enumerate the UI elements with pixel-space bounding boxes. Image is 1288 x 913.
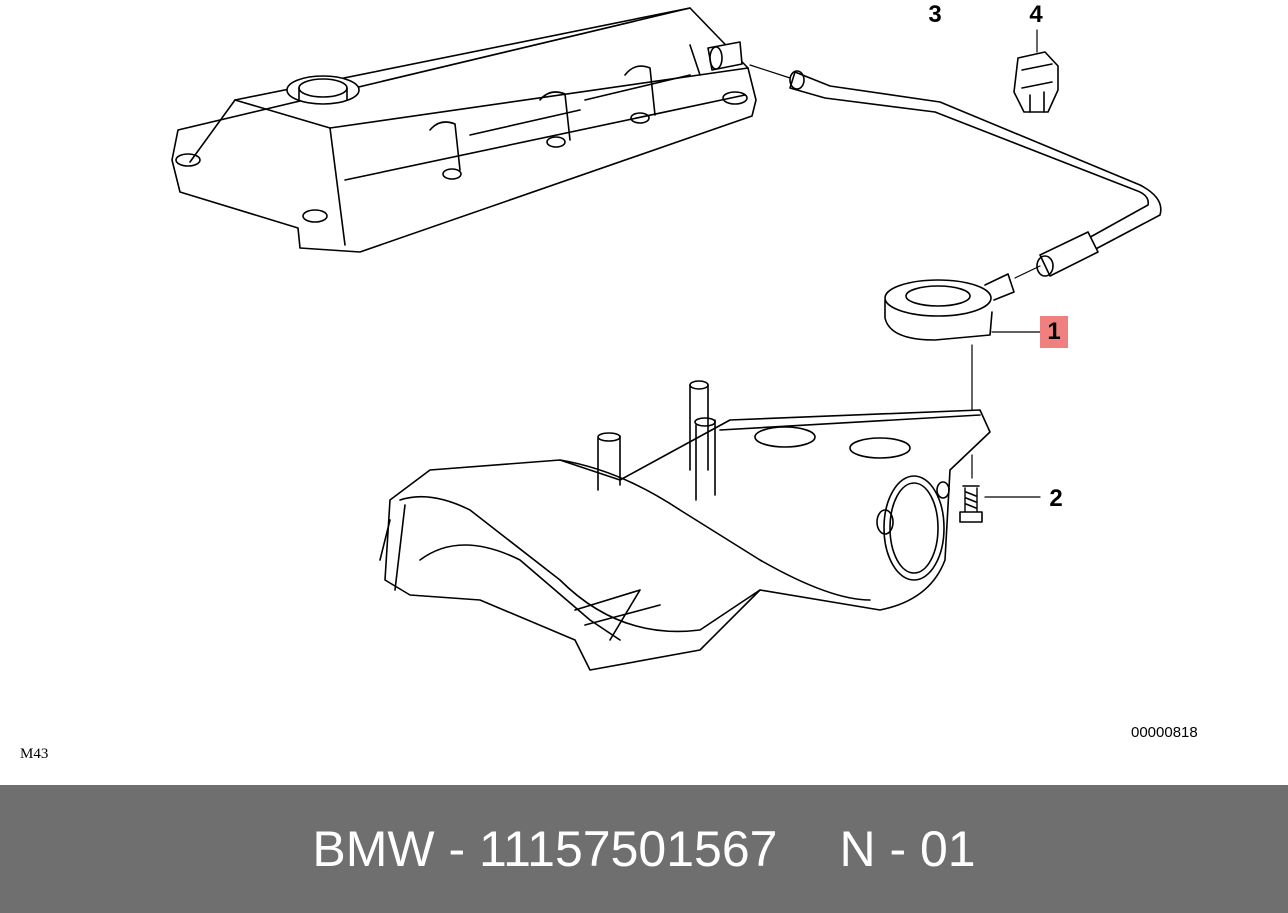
position-label: N - 01 xyxy=(839,821,976,877)
callout-3: 3 xyxy=(928,1,942,28)
hose-drawing xyxy=(789,70,1162,277)
parts-diagram xyxy=(171,7,1162,671)
intake-manifold-drawing xyxy=(379,380,991,671)
callout-1: 1 xyxy=(1040,316,1068,348)
footer-bar: BMW - 11157501567 N - 01 xyxy=(0,785,1288,913)
diagram-code: 00000818 xyxy=(1131,724,1198,741)
bolt-drawing xyxy=(959,485,983,523)
valve-cover-drawing xyxy=(171,7,757,253)
clip-drawing xyxy=(1013,29,1059,113)
callout-4: 4 xyxy=(1029,1,1043,28)
part-number-label: BMW - 11157501567 xyxy=(312,821,778,877)
callout-2: 2 xyxy=(1049,485,1063,512)
model-code: M43 xyxy=(20,746,49,762)
breather-valve-drawing xyxy=(884,273,1015,341)
